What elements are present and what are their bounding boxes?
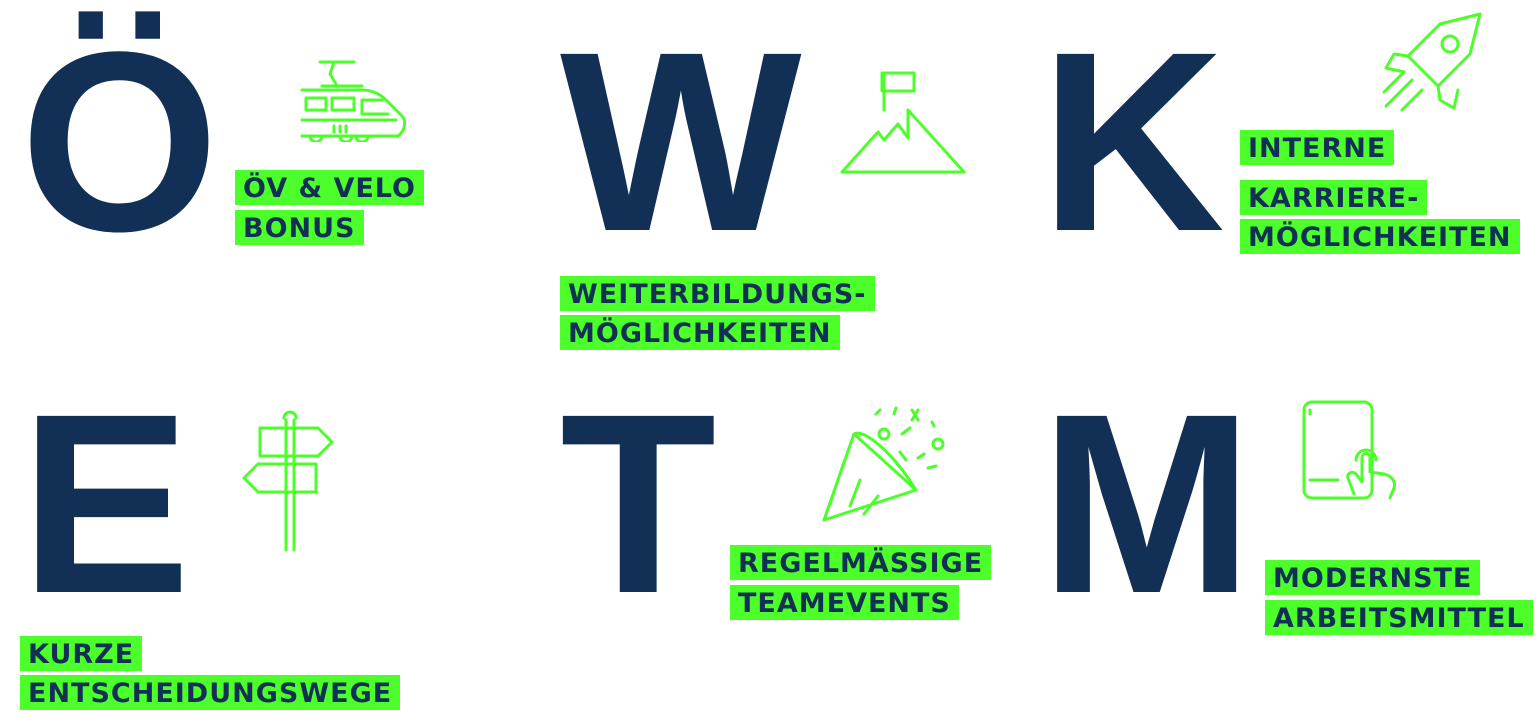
- label-line: ENTSCHEIDUNGSWEGE: [20, 675, 401, 710]
- label-line: KARRIERE-: [1240, 180, 1428, 215]
- big-letter: Ö: [20, 0, 220, 285]
- label-line: MÖGLICHKEITEN: [1240, 219, 1520, 254]
- big-letter: E: [20, 361, 191, 647]
- signpost-icon: [242, 410, 334, 552]
- tablet-touch-icon: [1302, 400, 1396, 500]
- big-letter: W: [560, 0, 802, 285]
- label-line: ARBEITSMITTEL: [1265, 600, 1533, 635]
- train-icon: [300, 60, 407, 142]
- label-line: BONUS: [235, 210, 364, 245]
- label-line: MÖGLICHKEITEN: [560, 315, 840, 350]
- big-letter: K: [1040, 0, 1225, 285]
- label-line: TEAMEVENTS: [730, 585, 959, 620]
- label-line: ÖV & VELO: [235, 170, 425, 205]
- party-popper-icon: [822, 406, 945, 522]
- label-line: MODERNSTE: [1265, 560, 1481, 595]
- label-line: KURZE: [20, 636, 143, 671]
- big-letter: M: [1040, 361, 1254, 647]
- mountain-flag-icon: [840, 71, 966, 174]
- big-letter: T: [560, 361, 717, 647]
- label-line: WEITERBILDUNGS-: [560, 276, 875, 311]
- rocket-icon: [1382, 12, 1482, 112]
- label-line: INTERNE: [1240, 130, 1395, 165]
- label-line: REGELMÄSSIGE: [730, 545, 992, 580]
